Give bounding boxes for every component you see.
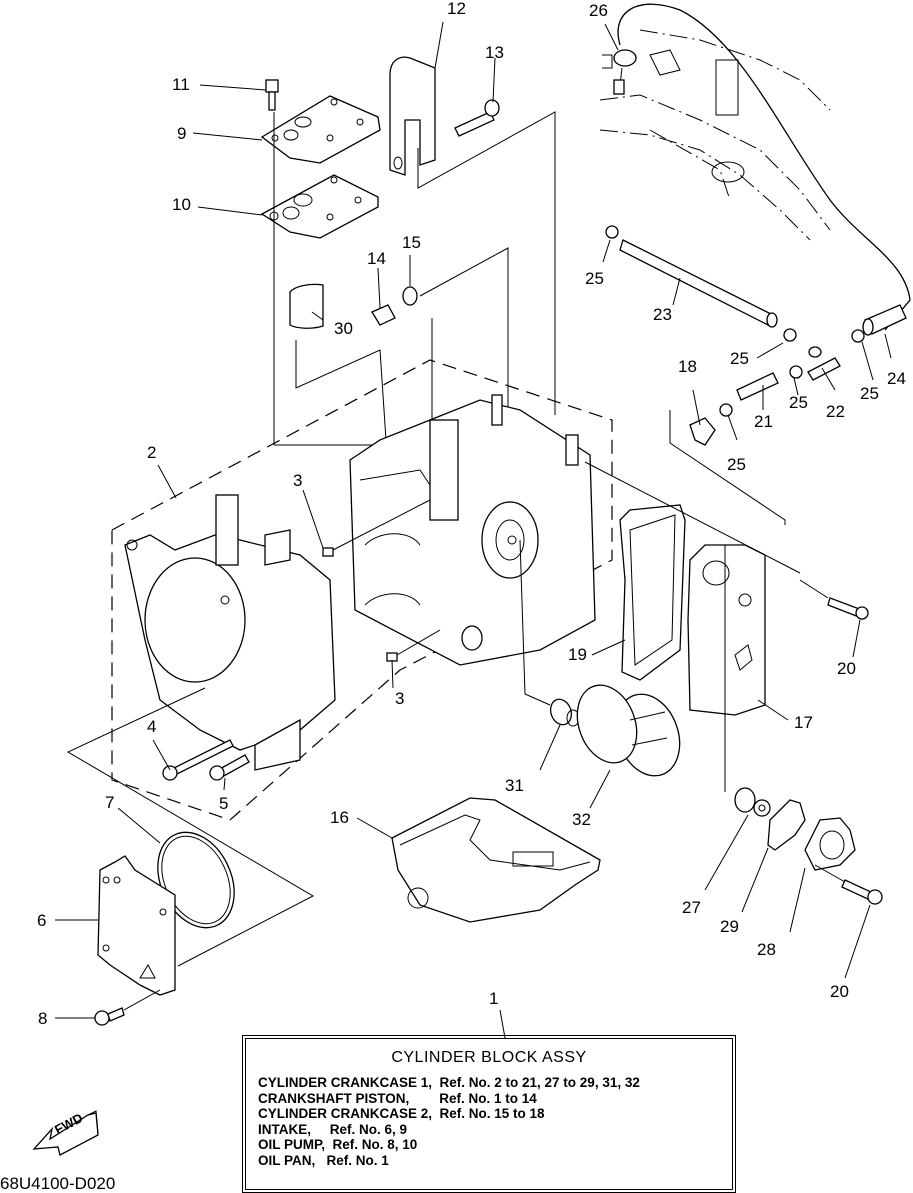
callout-23: 23 bbox=[653, 305, 672, 324]
callout-7: 7 bbox=[105, 793, 115, 812]
crankcase-left bbox=[124, 494, 336, 771]
legend-row: OIL PAN, Ref. No. 1 bbox=[258, 1152, 389, 1168]
callout-15: 15 bbox=[402, 233, 421, 252]
callout-1: 1 bbox=[489, 989, 499, 1008]
callout-26: 26 bbox=[589, 1, 608, 20]
union-31 bbox=[549, 698, 580, 727]
elbow-18 bbox=[689, 417, 716, 446]
clips-25 bbox=[605, 225, 865, 417]
callout-12: 12 bbox=[447, 0, 466, 18]
callout-25d: 25 bbox=[789, 393, 808, 412]
bearing-30 bbox=[289, 283, 324, 329]
washer-15 bbox=[402, 286, 418, 306]
callout-2: 2 bbox=[147, 443, 157, 462]
crankcase-right bbox=[349, 394, 596, 666]
callout-27: 27 bbox=[682, 898, 701, 917]
callout-10: 10 bbox=[172, 195, 191, 214]
engine-housing-outline bbox=[599, 29, 831, 241]
leader-lines bbox=[55, 21, 892, 1039]
bracket-12 bbox=[389, 56, 436, 176]
callout-20b: 20 bbox=[830, 982, 849, 1001]
thermostat-cover-28 bbox=[804, 817, 856, 871]
assembly-legend: CYLINDER BLOCK ASSY CYLINDER CRANKCASE 1… bbox=[242, 1035, 736, 1193]
callout-3b: 3 bbox=[395, 689, 405, 708]
oil-filter-32 bbox=[576, 684, 681, 777]
callout-13: 13 bbox=[485, 43, 504, 62]
callout-16: 16 bbox=[330, 808, 349, 827]
callout-25b: 25 bbox=[730, 349, 749, 368]
callout-30: 30 bbox=[334, 319, 353, 338]
callout-18: 18 bbox=[678, 357, 697, 376]
plate-9 bbox=[260, 95, 381, 164]
thermostat-27 bbox=[734, 787, 771, 817]
callout-11: 11 bbox=[172, 75, 190, 94]
gasket-10 bbox=[260, 174, 379, 239]
callout-29: 29 bbox=[720, 917, 739, 936]
callout-4: 4 bbox=[147, 717, 157, 736]
gasket-16 bbox=[391, 797, 601, 923]
callout-6: 6 bbox=[37, 911, 47, 930]
hose-21 bbox=[736, 372, 779, 401]
crankcase-group-outline bbox=[111, 359, 613, 821]
gasket-19 bbox=[619, 504, 686, 681]
callout-28: 28 bbox=[757, 940, 776, 959]
callout-21: 21 bbox=[754, 412, 773, 431]
bolt-8 bbox=[94, 989, 161, 1026]
callout-8: 8 bbox=[38, 1009, 48, 1028]
bolt-13 bbox=[454, 99, 500, 137]
callout-3a: 3 bbox=[293, 471, 303, 490]
callout-31: 31 bbox=[505, 776, 524, 795]
callout-32: 32 bbox=[572, 810, 591, 829]
plug-14 bbox=[371, 304, 396, 326]
legend-row: CYLINDER CRANKCASE 1, Ref. No. 2 to 21, … bbox=[258, 1075, 640, 1090]
callout-25e: 25 bbox=[727, 455, 746, 474]
legend-row: OIL PUMP, Ref. No. 8, 10 bbox=[258, 1137, 418, 1152]
document-code: 68U4100-D020 bbox=[0, 1174, 116, 1193]
legend-title: CYLINDER BLOCK ASSY bbox=[391, 1049, 587, 1066]
callout-20a: 20 bbox=[837, 659, 856, 678]
callout-19: 19 bbox=[568, 645, 587, 664]
joint-22 bbox=[807, 357, 841, 381]
callout-5: 5 bbox=[219, 794, 229, 813]
hose-23 bbox=[619, 239, 778, 328]
callout-17: 17 bbox=[794, 713, 813, 732]
long-hose-line bbox=[617, 3, 911, 331]
callout-9: 9 bbox=[177, 124, 187, 143]
callout-25a: 25 bbox=[585, 269, 604, 288]
dowel-pin-3b bbox=[386, 652, 398, 662]
callout-22: 22 bbox=[826, 402, 845, 421]
bolt-11 bbox=[265, 79, 279, 111]
callout-14: 14 bbox=[367, 249, 386, 268]
callout-25c: 25 bbox=[860, 384, 879, 403]
cover-plate-6 bbox=[97, 855, 176, 996]
legend-row: INTAKE, Ref. No. 6, 9 bbox=[258, 1121, 408, 1137]
gasket-29 bbox=[767, 799, 806, 851]
cover-17 bbox=[687, 544, 766, 716]
dowel-pin-3a bbox=[322, 547, 334, 557]
legend-row: CYLINDER CRANKCASE 2, Ref. No. 15 to 18 bbox=[258, 1106, 545, 1121]
legend-rows: CYLINDER CRANKCASE 1, Ref. No. 2 to 21, … bbox=[258, 1075, 732, 1168]
callout-24: 24 bbox=[887, 369, 906, 388]
forward-arrow-icon bbox=[32, 1110, 99, 1156]
legend-row: CRANKSHAFT PISTON, Ref. No. 1 to 14 bbox=[258, 1090, 537, 1106]
clip-26 bbox=[602, 49, 637, 95]
